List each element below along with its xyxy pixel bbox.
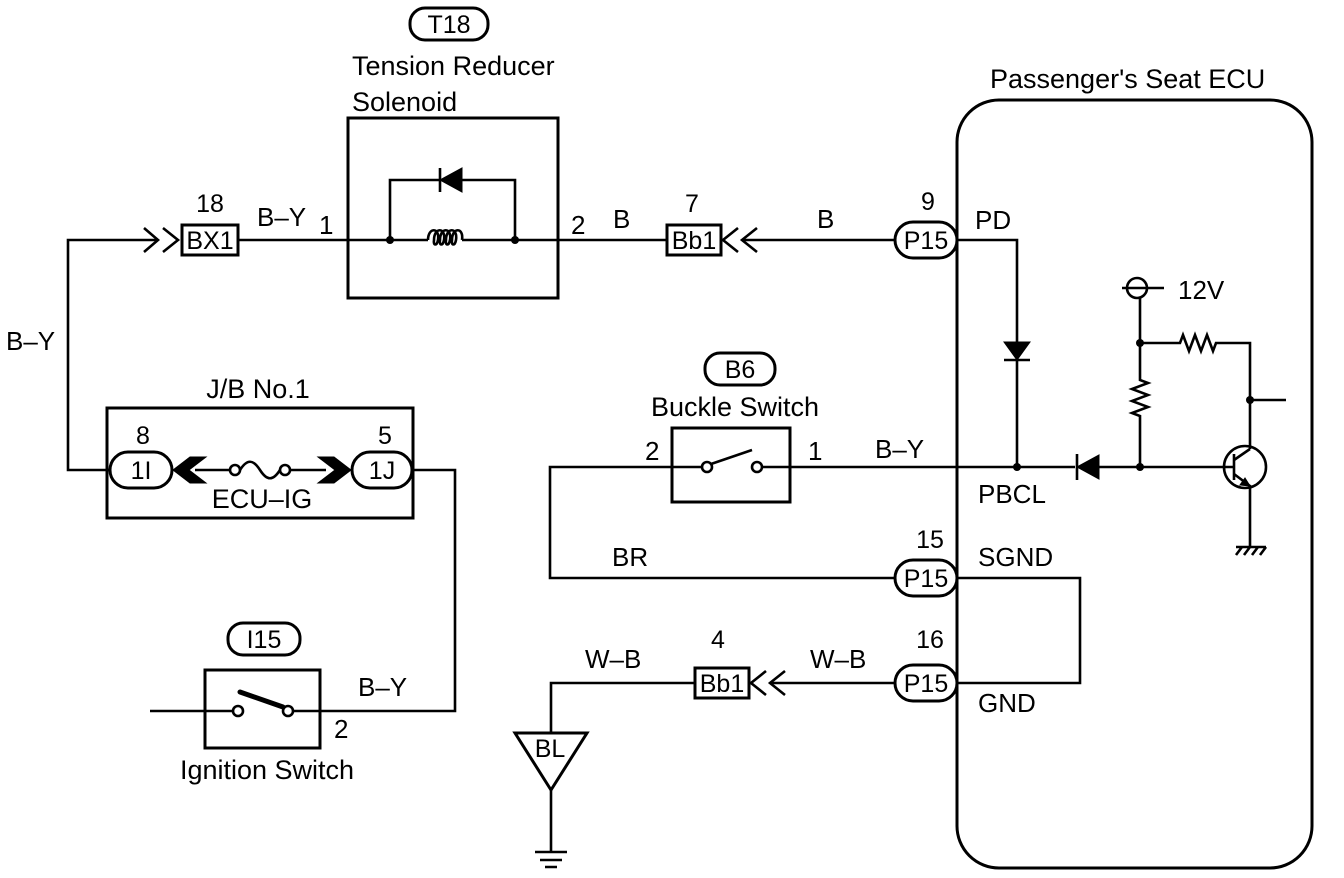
buckle-switch-pin-right: 1 (808, 436, 822, 466)
ignition-switch-name: Ignition Switch (180, 755, 354, 785)
fuse-element (238, 460, 282, 480)
solenoid-code-box (408, 6, 490, 42)
ecu-terminal-gnd: GND (978, 688, 1036, 718)
solenoid-pin-out: 2 (571, 210, 585, 240)
solenoid-pin-in: 1 (319, 210, 333, 240)
bx1-connector-box (180, 223, 240, 257)
jb-left-pin-number: 8 (136, 422, 150, 450)
jb-left-connector-oval (108, 450, 174, 490)
bx1-chevron-outer (143, 227, 160, 253)
ignition-switch-code: I15 (247, 626, 282, 654)
wire-ignition-to-jb (293, 468, 457, 713)
bb1-bottom-chevron-inner (748, 669, 767, 697)
buckle-contact-right (750, 460, 764, 474)
ecu-terminal-sgnd: SGND (978, 542, 1053, 572)
ignition-contact-right (281, 704, 295, 718)
bb1-top-pin-number: 7 (685, 190, 699, 218)
ignition-switch-code-box (226, 621, 302, 657)
solenoid-name-line2: Solenoid (352, 87, 457, 117)
jb-right-pin-number: 5 (378, 422, 392, 450)
ecu-supply-label: 12V (1178, 275, 1225, 305)
fuse-terminal-left (228, 463, 242, 477)
bb1-bottom-connector-code: Bb1 (700, 670, 744, 698)
ecu-supply-rail (1128, 298, 1152, 467)
ecu-box (955, 98, 1314, 870)
ignition-contact-left (231, 704, 245, 718)
buckle-switch-code: B6 (725, 356, 756, 384)
ecu-pd-diode-triangle (1003, 341, 1031, 361)
bx1-connector-code: BX1 (186, 227, 233, 255)
p15-sgnd-pin-number: 15 (916, 526, 944, 554)
solenoid-diode-branch-right (462, 178, 517, 240)
wire-label-ignition-to-jb: B–Y (358, 672, 407, 702)
bb1-bottom-pin-number: 4 (711, 626, 725, 654)
wire-label-ground-right: W–B (810, 644, 866, 674)
ecu-collector-resistor (1140, 331, 1252, 449)
jb-right-chevron (316, 456, 352, 484)
bb1-top-connector-code: Bb1 (672, 227, 716, 255)
wire-label-buckle-ground: BR (612, 542, 648, 572)
jb-left-chevron (172, 456, 208, 484)
ecu-pd-line-upper (957, 238, 1019, 342)
ignition-switch-pin-out: 2 (334, 714, 348, 744)
wire-ground-left (549, 681, 695, 733)
bb1-top-connector-box (665, 223, 723, 257)
buckle-switch-name: Buckle Switch (651, 392, 819, 422)
wire-label-bx1-to-solenoid: B–Y (257, 202, 306, 232)
wire-label-bb1-to-ecu: B (817, 204, 834, 234)
ignition-switch-box (203, 668, 322, 750)
fuse-terminal-right (278, 463, 292, 477)
p15-gnd-pin-number: 16 (916, 626, 944, 654)
bb1-top-chevron-inner (720, 226, 739, 254)
fuse-name: ECU–IG (212, 484, 313, 514)
buckle-contact-left (700, 460, 714, 474)
transistor-icon (1222, 444, 1268, 490)
solenoid-code: T18 (427, 11, 470, 39)
ground-point-triangle (512, 731, 590, 793)
p15-gnd-connector-code: P15 (904, 670, 948, 698)
bx1-chevron-inner (162, 226, 181, 254)
p15-pd-pin-number: 9 (921, 188, 935, 216)
buckle-switch-code-box (703, 351, 777, 387)
ecu-pbcl-node (1013, 463, 1021, 471)
transistor-collector (1233, 447, 1251, 462)
jb-left-connector-code: 1I (131, 457, 152, 485)
p15-pd-connector-code: P15 (904, 227, 948, 255)
ecu-pbcl-diode-triangle (1075, 454, 1100, 480)
buckle-switch-lever (710, 448, 753, 466)
wire-label-buckle-to-ecu: B–Y (875, 434, 924, 464)
wire-feed-vertical (66, 238, 158, 472)
solenoid-name-line1: Tension Reducer (352, 51, 555, 81)
solenoid-coil (426, 229, 464, 246)
ecu-sgnd-gnd-link (957, 576, 1082, 685)
junction-block-box (105, 406, 415, 520)
ecu-terminal-pd: PD (975, 205, 1011, 235)
ecu-name: Passenger's Seat ECU (990, 64, 1265, 94)
wire-label-solenoid-to-bb1: B (613, 204, 630, 234)
buckle-switch-box (670, 426, 792, 504)
wire-buckle-ground (548, 465, 895, 580)
p15-sgnd-connector-code: P15 (904, 565, 948, 593)
buckle-switch-pin-left: 2 (645, 436, 659, 466)
bx1-pin-number: 18 (196, 190, 224, 218)
junction-block-name: J/B No.1 (206, 374, 310, 404)
ignition-switch-lever (237, 689, 286, 710)
solenoid-diode-branch-left (388, 178, 440, 240)
jb-right-connector-code: 1J (369, 457, 395, 485)
ground-icon (535, 850, 567, 869)
wire-label-ground-left: W–B (585, 644, 641, 674)
ecu-chassis-ground-icon (1234, 545, 1268, 556)
wire-label-feed-vertical: B–Y (6, 326, 55, 356)
solenoid-box (346, 116, 560, 300)
ground-point-code: BL (535, 735, 566, 763)
bb1-bottom-chevron-outer (767, 669, 786, 697)
transistor-emitter-arrow (1239, 477, 1251, 487)
solenoid-diode-triangle (438, 167, 463, 193)
ecu-terminal-pbcl: PBCL (978, 479, 1046, 509)
